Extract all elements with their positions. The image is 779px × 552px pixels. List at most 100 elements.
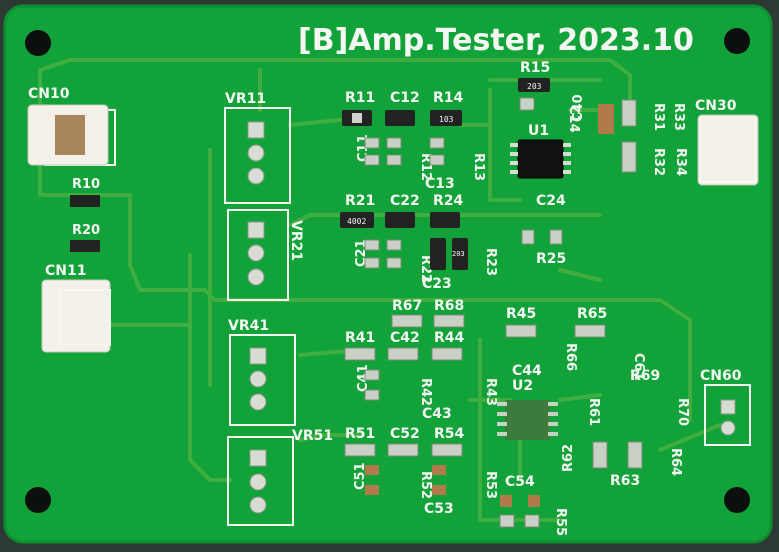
resistor-r54	[431, 443, 463, 457]
marking-r15: 203	[527, 82, 542, 91]
component-r13	[429, 137, 445, 149]
label-c40: C40	[571, 94, 586, 122]
component-r64	[627, 441, 643, 469]
component-r62	[592, 441, 608, 469]
resistor-r32	[621, 141, 637, 173]
label-r22: R22	[418, 255, 433, 283]
pcb-board-shade	[3, 4, 773, 544]
connector-cn60-pin1	[720, 399, 736, 415]
trimmer-vr21-outline	[227, 209, 289, 301]
trimmer-vr11-pin3	[247, 167, 265, 185]
label-r12: R12	[418, 153, 433, 181]
trimmer-vr51-pin1	[249, 449, 267, 467]
label-r24: R24	[433, 193, 464, 209]
opamp-u2	[505, 400, 550, 440]
marking-r23: 203	[452, 250, 465, 258]
trimmer-vr21-pin1	[247, 221, 265, 239]
trimmer-vr51-pin2	[249, 473, 267, 491]
label-r70: R70	[675, 398, 690, 426]
label-r10: R10	[72, 177, 100, 192]
trimmer-vr11-pin1	[247, 121, 265, 139]
label-r52: R52	[418, 471, 433, 499]
label-r34: R34	[673, 148, 688, 176]
label-r68: R68	[434, 298, 464, 314]
block-5: R51 C52 R54 C51 R52 R53 C53 C54 R55 R62 …	[344, 426, 683, 536]
label-vr21: VR21	[288, 220, 304, 261]
component-c11b	[364, 154, 380, 166]
label-r69: R69	[630, 368, 660, 384]
connector-cn10-latch	[55, 115, 85, 155]
opamp-u2-pins	[497, 402, 558, 436]
label-c13: C13	[425, 176, 455, 192]
label-r42: R42	[418, 378, 433, 406]
component-c41b	[364, 389, 380, 401]
mounting-hole-bottom-left	[25, 487, 51, 513]
label-r44: R44	[434, 330, 465, 346]
label-r66: R66	[563, 343, 578, 371]
block-4: R67 R68 R45 R65 R41 C42 R44 R66 C61 C44 …	[344, 298, 690, 440]
component-c54b	[528, 495, 540, 507]
resistor-r20	[70, 240, 100, 252]
board-title: [B]Amp.Tester, 2023.10	[298, 23, 694, 58]
label-r20: R20	[72, 223, 100, 238]
label-r23: R23	[483, 248, 498, 276]
label-cn10: CN10	[28, 86, 70, 102]
label-c61: C61	[631, 353, 646, 381]
label-r65: R65	[577, 306, 607, 322]
resistor-r51	[344, 443, 376, 457]
mounting-hole-bottom-right	[724, 487, 750, 513]
block-1: R11 C12 R14 103 C11 R12 R13 C13	[342, 90, 486, 192]
label-cn11: CN11	[45, 263, 86, 279]
component-c11	[364, 137, 380, 149]
label-c22: C22	[390, 193, 420, 209]
label-r14: R14	[433, 90, 464, 106]
label-r51: R51	[345, 426, 375, 442]
resistor-r10	[70, 195, 100, 207]
component-r53	[432, 465, 446, 475]
label-r31: R31	[651, 103, 666, 131]
label-r41: R41	[345, 330, 375, 346]
resistor-r15	[518, 78, 550, 92]
capacitor-c12	[385, 110, 415, 126]
label-cn60: CN60	[700, 368, 742, 384]
pcb-board	[5, 6, 771, 542]
label-r32: R32	[651, 148, 666, 176]
trimmer-vr41-pin2	[249, 370, 267, 388]
resistor-r24	[430, 212, 460, 228]
trimmer-vr21-pin2	[247, 244, 265, 262]
label-c53: C53	[424, 501, 454, 517]
capacitor-c22	[385, 212, 415, 228]
resistor-r31	[621, 99, 637, 127]
capacitor-c14	[519, 97, 535, 111]
opamp-u1-pins	[510, 143, 571, 174]
resistor-r41	[344, 347, 376, 361]
marking-r14: 103	[439, 115, 454, 124]
resistor-r11-pad	[352, 113, 362, 123]
label-cn30: CN30	[695, 98, 737, 114]
label-vr11: VR11	[225, 91, 266, 107]
component-r22	[386, 239, 402, 251]
trimmer-vr11-outline	[224, 107, 291, 204]
capacitor-c40	[598, 104, 614, 134]
resistor-r65	[574, 324, 606, 338]
component-c51b	[365, 485, 379, 495]
label-r67: R67	[392, 298, 422, 314]
component-r22b	[386, 257, 402, 269]
label-r43: R43	[483, 378, 498, 406]
connector-cn60-pin2	[720, 420, 736, 436]
label-u1: U1	[528, 123, 549, 139]
resistor-r67	[391, 314, 423, 328]
resistor-r45	[505, 324, 537, 338]
label-c44: C44	[512, 363, 542, 379]
label-c52: C52	[390, 426, 420, 442]
label-u2: U2	[512, 378, 533, 394]
connector-cn30-outline	[699, 117, 756, 183]
label-r33: R33	[671, 103, 686, 131]
trimmer-vr41-pin3	[249, 393, 267, 411]
trimmer-vr51-pin3	[249, 496, 267, 514]
block-2: R21 4002 C22 R24 C21 R22 203 R23 C23 C24…	[340, 193, 566, 292]
connector-cn30	[697, 114, 759, 186]
trimmer-vr51-outline	[227, 436, 294, 526]
connector-cn11-outline	[59, 289, 111, 346]
